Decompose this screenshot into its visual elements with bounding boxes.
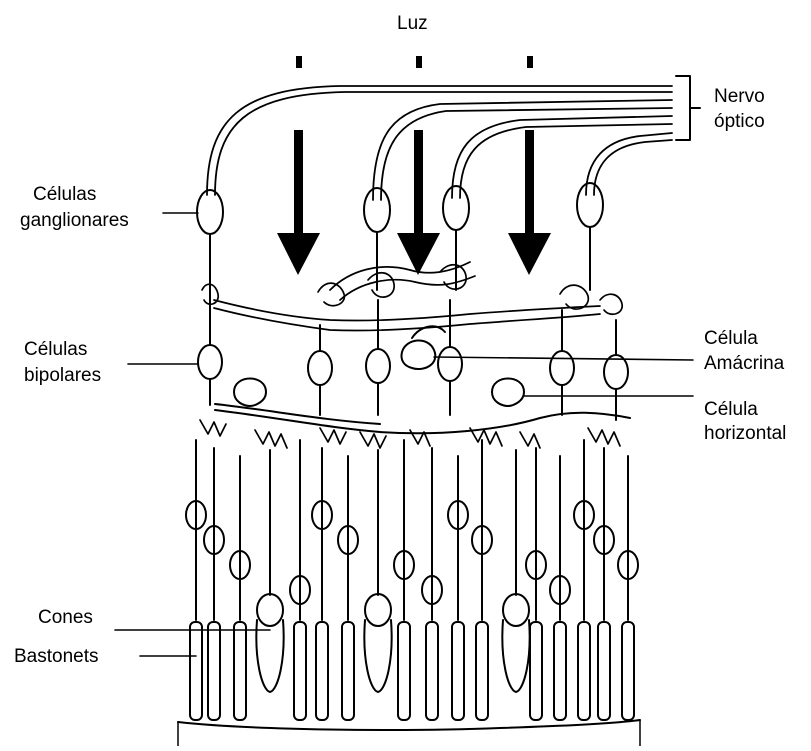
label-nervo-line2: óptico	[714, 110, 765, 133]
rod-outer-segment	[476, 622, 488, 720]
bipolar-cell	[198, 345, 222, 379]
label-amacrina-line1: Célula	[704, 327, 758, 350]
outer-membrane	[178, 720, 640, 730]
label-amacrina-line2: Amácrina	[704, 352, 784, 375]
rod-outer-segment	[294, 622, 306, 720]
label-horizontal-line2: horizontal	[704, 422, 786, 445]
rod-outer-segment	[578, 622, 590, 720]
rod-outer-segment	[452, 622, 464, 720]
rod-outer-segment	[426, 622, 438, 720]
horizontal-cell	[492, 379, 524, 407]
light-arrow	[397, 130, 440, 275]
cone-nucleus	[365, 594, 391, 626]
rod-outer-segment	[530, 622, 542, 720]
rod-outer-segment	[398, 622, 410, 720]
nerve-bracket	[676, 76, 700, 140]
rod-outer-segment	[316, 622, 328, 720]
rod-outer-segment	[190, 622, 202, 720]
label-bastonets: Bastonets	[14, 645, 99, 668]
cone-outer-segment	[364, 620, 391, 692]
inner-plexiform-layer	[202, 262, 622, 331]
label-bipolares-line1: Células	[24, 338, 87, 361]
label-bipolares-line2: bipolares	[24, 364, 101, 387]
cone-nucleus	[257, 594, 283, 626]
ganglion-cell	[364, 188, 390, 232]
light-marks	[296, 56, 533, 68]
bipolar-cell	[308, 351, 332, 385]
rod-outer-segment	[622, 622, 634, 720]
light-mark	[416, 56, 422, 68]
cone-outer-segment	[502, 620, 529, 692]
title-luz: Luz	[397, 12, 428, 35]
horizontal-cells	[215, 379, 630, 434]
label-ganglionares-line1: Células	[33, 183, 96, 206]
bipolar-cell	[550, 351, 574, 385]
optic-nerve-fibers	[207, 86, 672, 200]
ganglion-cell	[443, 186, 469, 230]
label-cones: Cones	[38, 606, 93, 629]
photoreceptor-layer	[186, 440, 638, 720]
bipolar-cell	[438, 347, 462, 381]
rod-outer-segment	[554, 622, 566, 720]
label-ganglionares-line2: ganglionares	[20, 209, 129, 232]
rod-outer-segment	[598, 622, 610, 720]
bipolar-cell	[604, 355, 628, 389]
rod-outer-segment	[342, 622, 354, 720]
light-arrow	[277, 130, 320, 275]
rod-outer-segment	[234, 622, 246, 720]
light-arrow	[508, 130, 551, 275]
ganglion-cell	[577, 183, 603, 227]
label-horizontal-line1: Célula	[704, 398, 758, 421]
light-mark	[296, 56, 302, 68]
cone-nucleus	[503, 594, 529, 626]
label-nervo-line1: Nervo	[714, 85, 765, 108]
rod-outer-segment	[208, 622, 220, 720]
light-arrows	[277, 130, 551, 275]
horizontal-cell	[234, 379, 266, 407]
light-mark	[527, 56, 533, 68]
bipolar-cell	[366, 349, 390, 383]
ganglion-cell	[197, 190, 223, 234]
leader-amacrina	[434, 357, 693, 360]
